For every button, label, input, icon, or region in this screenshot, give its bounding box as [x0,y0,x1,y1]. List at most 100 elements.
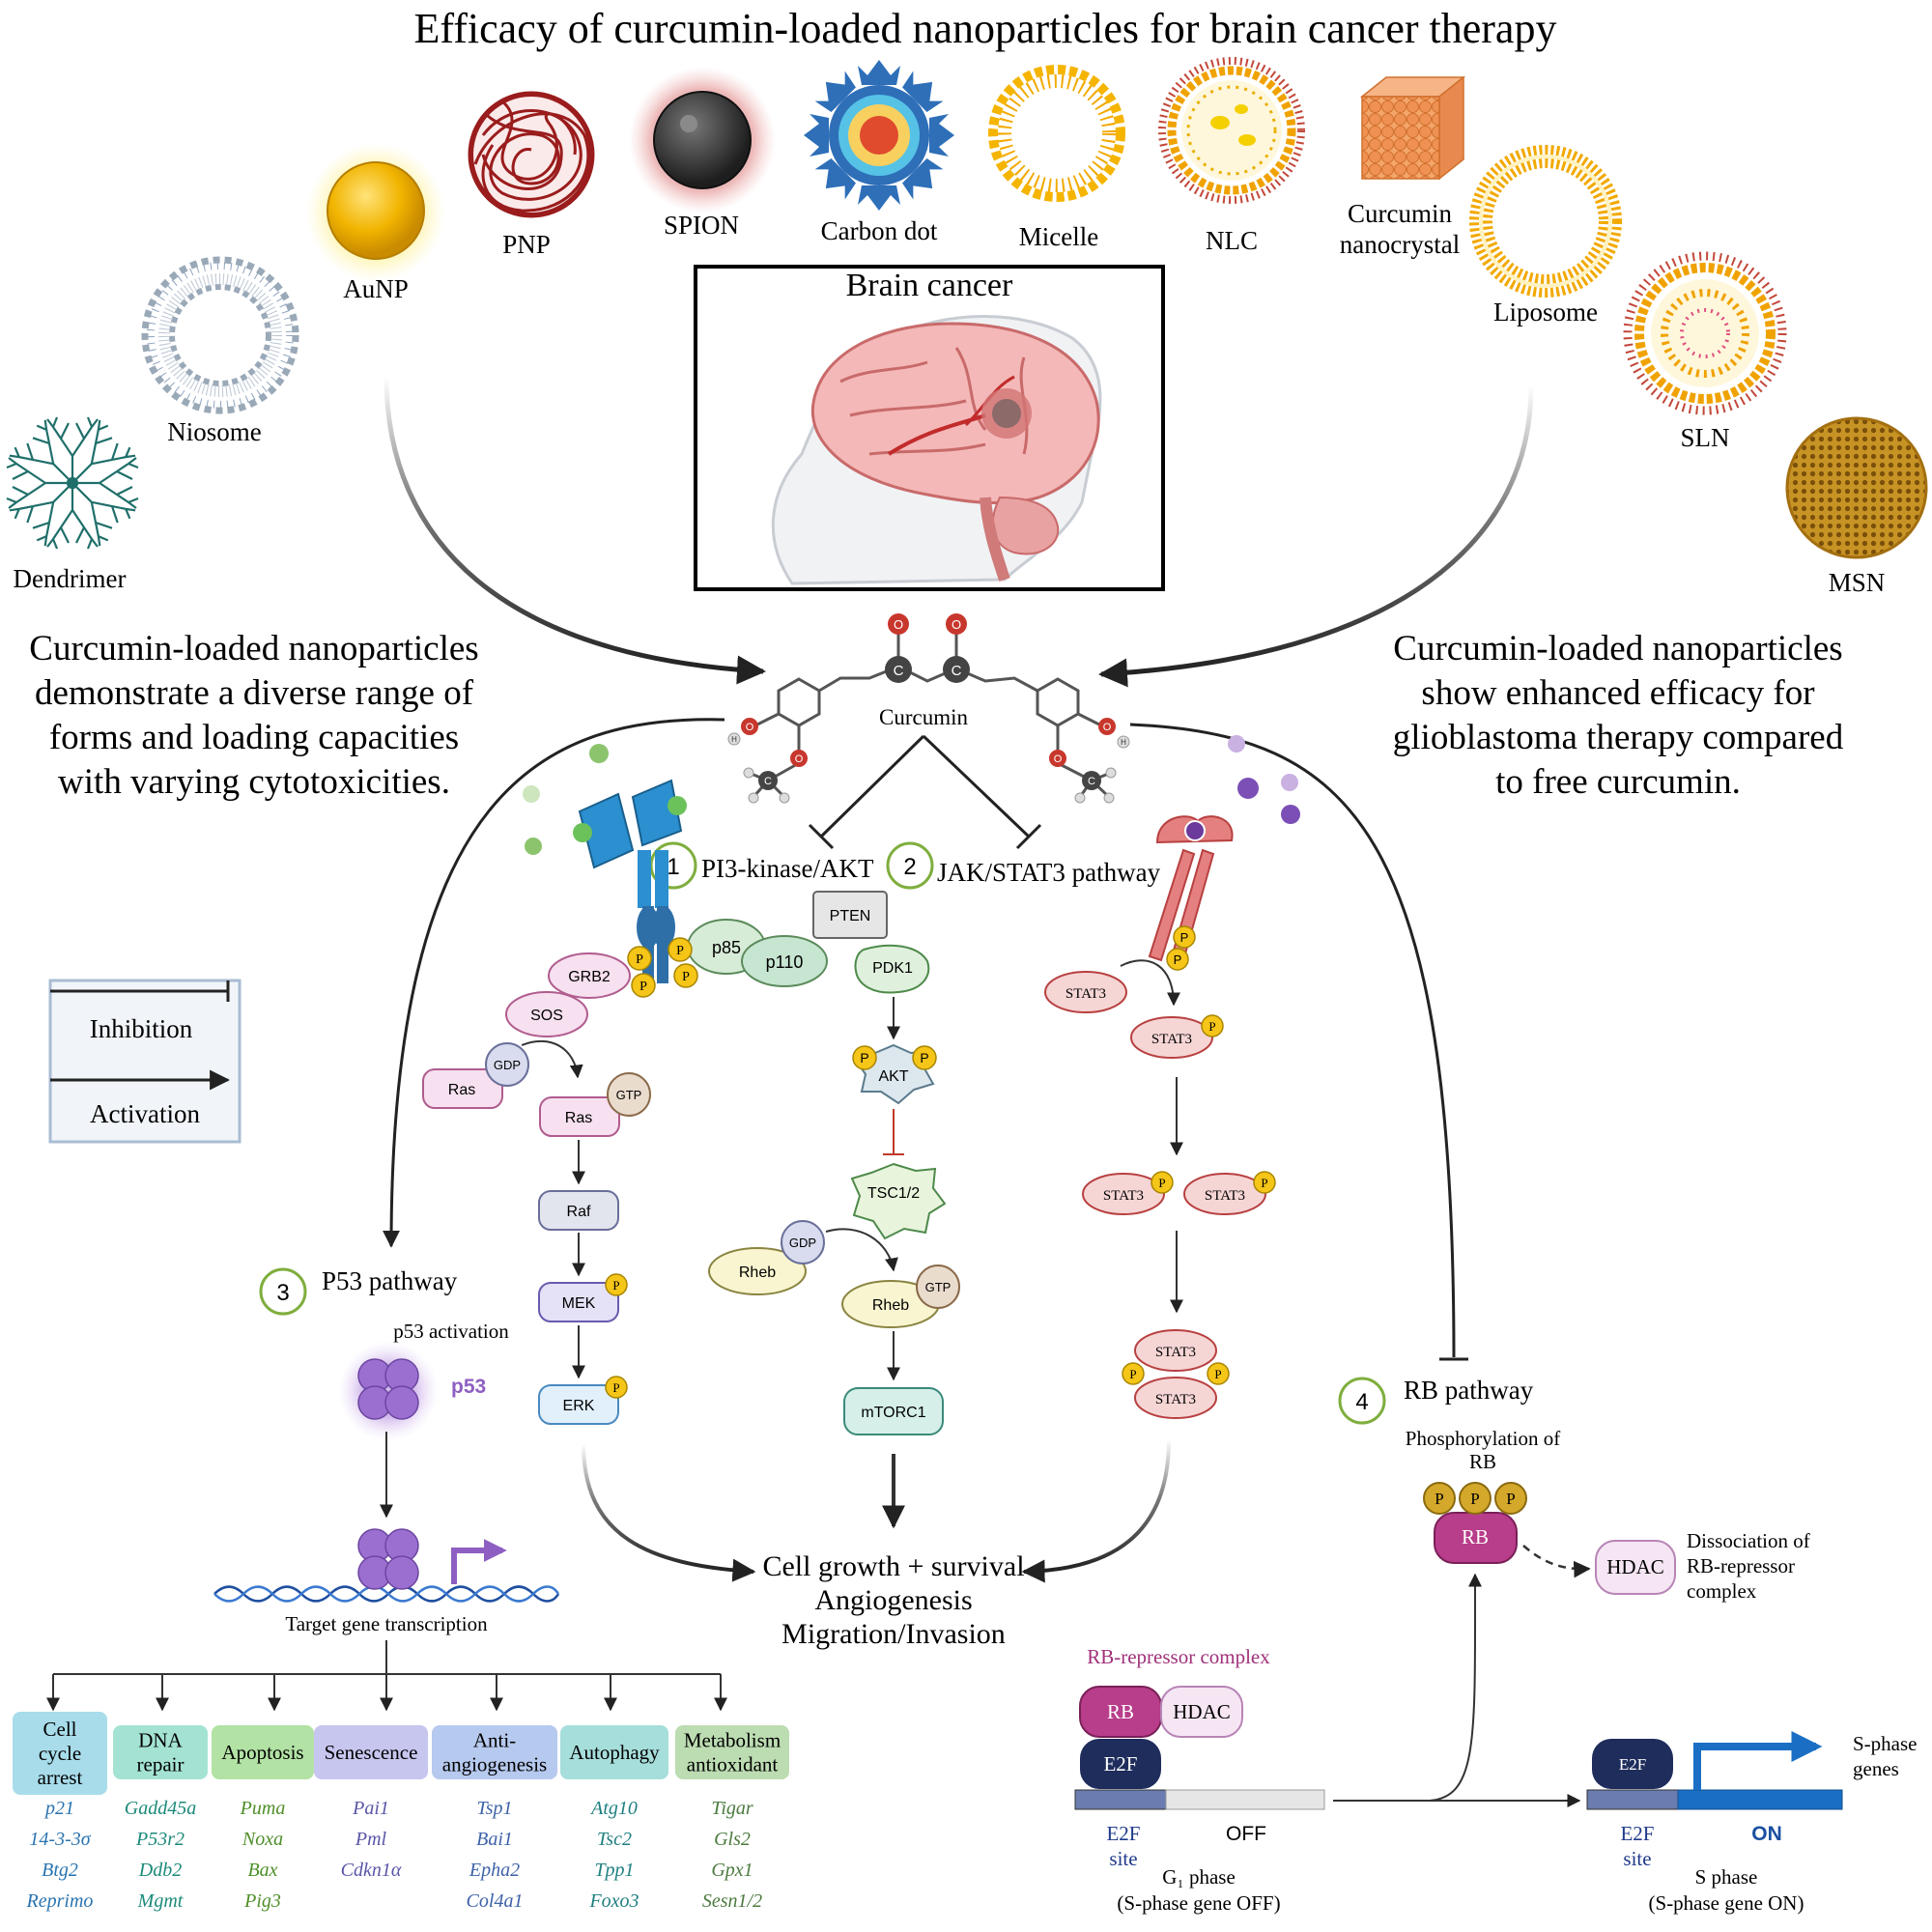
svg-text:HDAC: HDAC [1606,1555,1664,1578]
svg-text:E2F: E2F [1619,1755,1646,1774]
s-phase-complex: E2F [1592,1739,1673,1789]
p53-target-gene: Tsc2 [597,1829,632,1850]
svg-text:P: P [682,970,690,984]
ras-exchange-arrow [521,1039,583,1079]
svg-text:STAT3: STAT3 [1155,1392,1196,1407]
p53-target-gene: Noxa [242,1829,283,1850]
rheb-gdp-node: Rheb GDP [708,1220,825,1295]
arrow-erk-to-outcome [582,1443,756,1582]
svg-text:Angiogenesis: Angiogenesis [814,1584,972,1616]
svg-text:site: site [1109,1847,1137,1870]
nanoparticle-label-nanocrystal-line1: Curcumin [1348,199,1452,228]
svg-text:mTORC1: mTORC1 [861,1405,925,1421]
p53-target-gene: Foxo3 [588,1890,639,1912]
p53-target-header-box [13,1712,107,1795]
svg-text:STAT3: STAT3 [1103,1188,1144,1204]
pten-node: PTEN [812,891,888,939]
p53-target-header: Anti- [473,1729,516,1752]
g1-site-label: E2F site [1106,1822,1140,1870]
svg-text:site: site [1623,1847,1651,1870]
micelle-icon [988,65,1125,202]
sphase-genes-label: S-phase genes [1853,1732,1918,1780]
erk-node: ERK [538,1384,619,1425]
legend-inhibition: Inhibition [90,1014,193,1043]
p53-target-header: antioxidant [687,1753,779,1776]
svg-text:H: H [731,735,737,744]
svg-text:Raf: Raf [567,1204,591,1220]
svg-text:ERK: ERK [563,1398,595,1414]
legend-box: Inhibition Activation [48,979,242,1144]
p53-target-gene: Sesn1/2 [702,1890,762,1912]
nanoparticle-label-dendrimer: Dendrimer [14,564,127,593]
svg-text:to free curcumin.: to free curcumin. [1495,762,1741,802]
p53-target-column: MetabolismantioxidantTigarGls2Gpx1Sesn1/… [675,1725,789,1912]
rheb-gtp-node: Rheb GTP [841,1264,960,1328]
p53-target-header-box [314,1725,428,1779]
svg-text:S phase: S phase [1695,1865,1758,1889]
svg-text:P: P [1174,952,1182,967]
svg-text:Migration/Invasion: Migration/Invasion [781,1618,1006,1650]
spion-icon [629,67,776,213]
p53-target-header: Autophagy [569,1741,660,1764]
nanoparticle-label-aunp: AuNP [343,274,409,303]
svg-text:P: P [1208,1019,1215,1034]
svg-text:Rheb: Rheb [739,1264,776,1281]
arrow-stat3-to-outcome [1021,1438,1171,1583]
gene-on-label: ON [1751,1823,1782,1845]
svg-text:P: P [1158,1176,1165,1190]
msn-icon [1785,416,1928,559]
s-site-label: E2F site [1620,1822,1654,1870]
p53-target-gene: Puma [240,1798,286,1819]
svg-text:P: P [612,1380,619,1395]
p53-target-gene: Gls2 [714,1829,751,1850]
p53-target-header: angiogenesis [442,1753,547,1776]
svg-text:E2F: E2F [1103,1752,1137,1776]
svg-text:Ras: Ras [565,1110,592,1126]
jak-receptor-icon: P P [1148,815,1234,971]
svg-text:O: O [1103,722,1112,733]
nanoparticle-label-liposome: Liposome [1493,298,1598,327]
p53-label: p53 [451,1376,486,1398]
svg-text:STAT3: STAT3 [1155,1345,1196,1360]
nanoparticle-label-spion: SPION [664,211,739,240]
nanoparticle-label-nlc: NLC [1206,226,1258,255]
niosome-icon [141,256,299,414]
svg-text:E2F: E2F [1620,1822,1654,1845]
svg-text:PTEN: PTEN [830,908,871,924]
pathway-4-badge: 4 [1338,1377,1386,1425]
aunp-icon [306,143,445,282]
right-description: Curcumin-loaded nanoparticles show enhan… [1393,629,1844,802]
p53-target-gene: Epha2 [469,1860,520,1881]
svg-text:RB: RB [1107,1700,1134,1723]
liposome-icon [1469,145,1622,298]
nanocrystal-icon [1359,75,1466,181]
dna-strand-icon [213,1528,560,1603]
p53-target-gene: Pig3 [243,1890,281,1912]
rtk-receptor-icon [573,779,687,983]
raf-node: Raf [538,1190,619,1231]
p53-target-columns: Cellcyclearrestp2114-3-3σBtg2ReprimoDNAr… [13,1712,789,1912]
rheb-exchange-arrow [825,1228,898,1272]
rb-dissociation-arrow [1522,1545,1591,1578]
p53-activation-label: p53 activation [393,1320,509,1343]
p53-target-header: Senescence [325,1741,418,1764]
svg-text:O: O [795,753,804,765]
curcumin-atoms: O O C C O O O O C C H H [727,613,1130,804]
p53-target-gene: 14-3-3σ [29,1829,91,1850]
svg-text:C: C [894,663,904,679]
akt-node: AKT P P [852,1043,937,1105]
rb-phosphorylated: RB P P P [1423,1482,1527,1564]
p53-target-gene: P53r2 [135,1829,185,1850]
svg-text:Dissociation of: Dissociation of [1687,1529,1810,1552]
svg-text:complex: complex [1687,1579,1757,1603]
p53-target-header-box [212,1725,314,1779]
target-transcription-label: Target gene transcription [285,1612,488,1635]
svg-text:H: H [1121,738,1126,747]
nanoparticle-label-micelle: Micelle [1019,222,1098,251]
svg-text:Rheb: Rheb [872,1297,909,1314]
svg-text:TSC1/2: TSC1/2 [867,1185,920,1202]
svg-text:P: P [1129,1367,1136,1381]
g1-dna-bar [1074,1789,1325,1810]
svg-text:P: P [636,952,643,967]
